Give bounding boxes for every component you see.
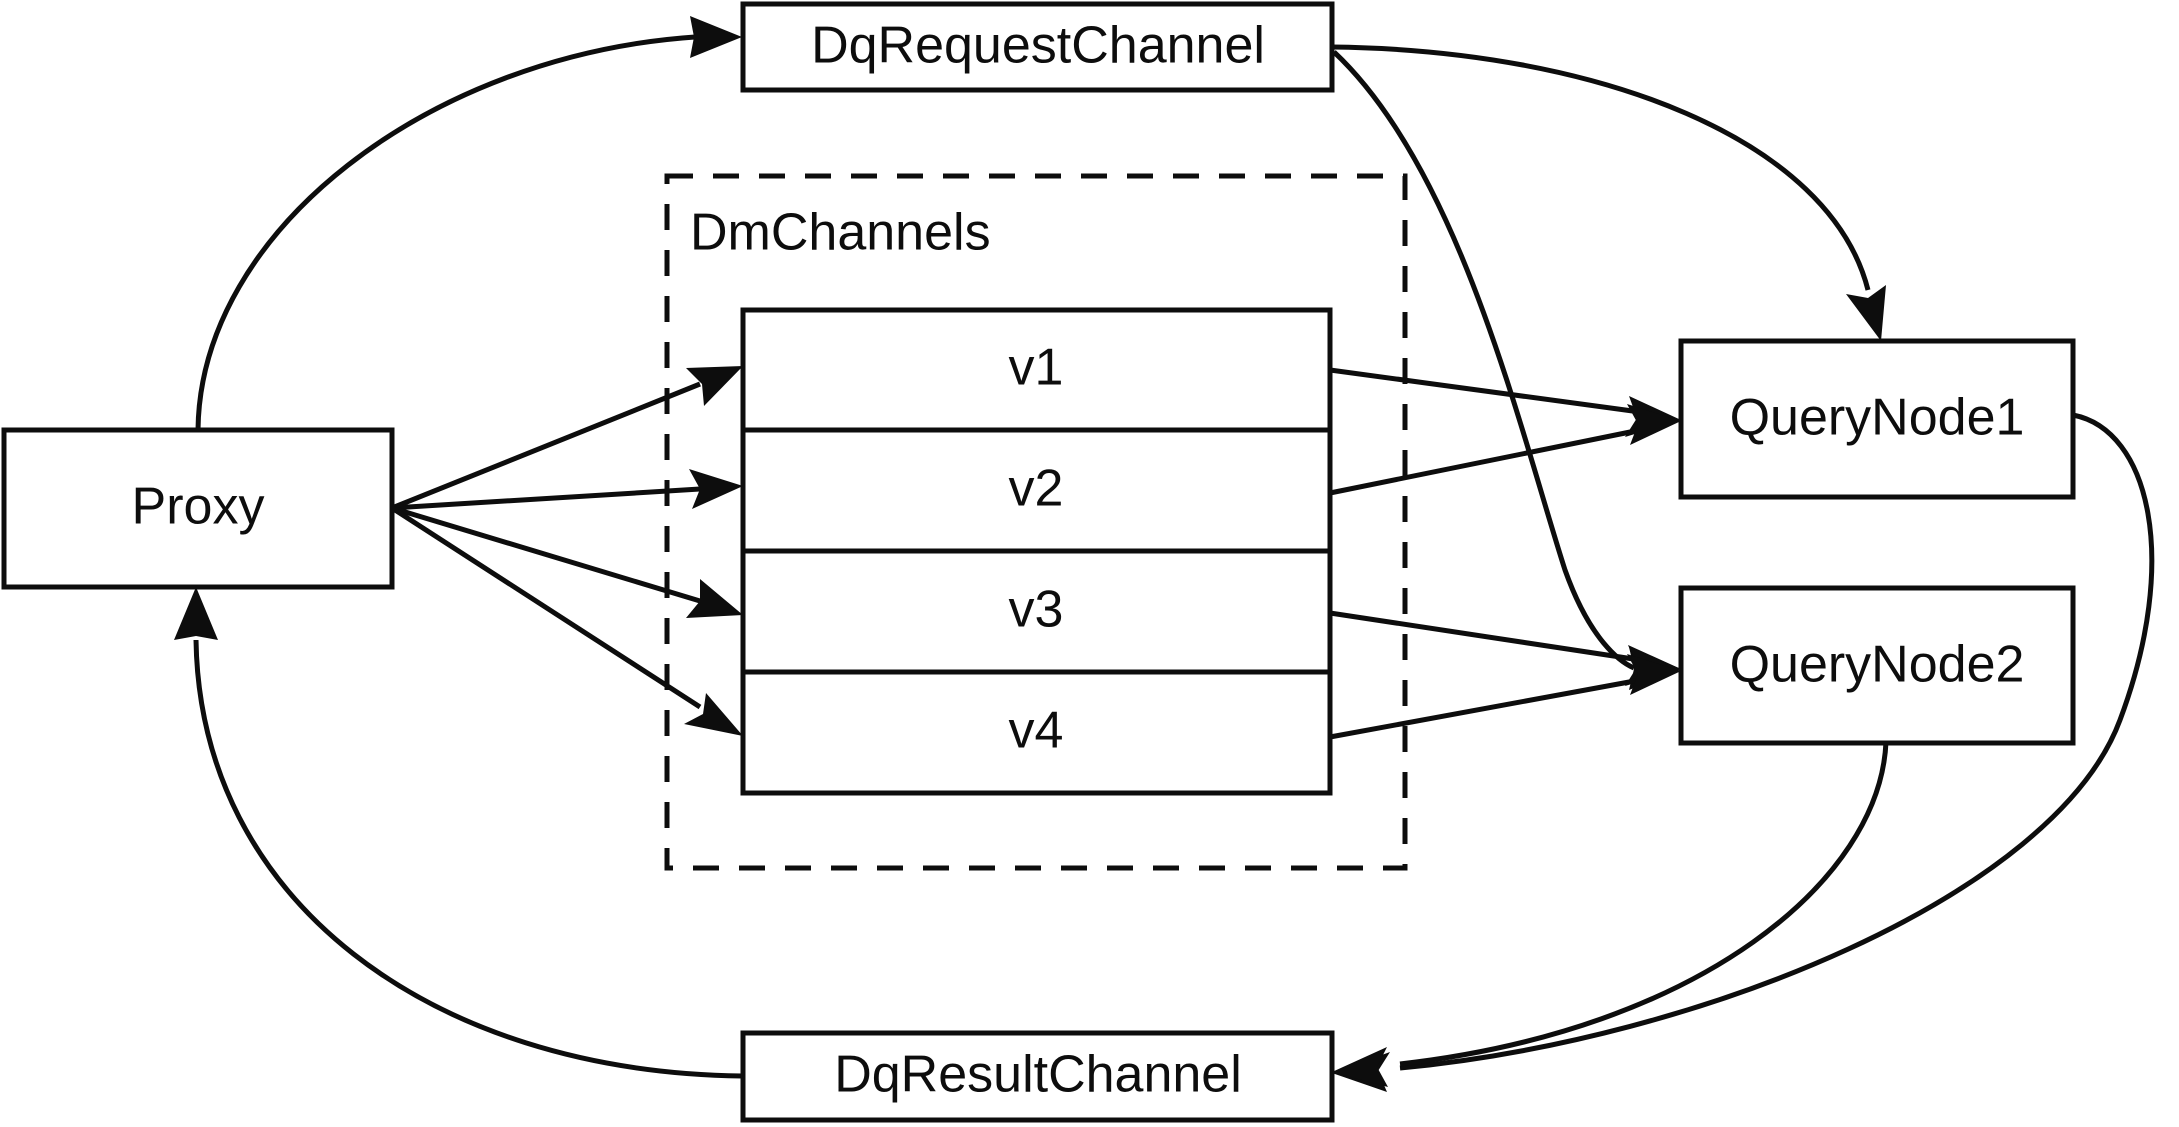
node-querynode1[interactable]: QueryNode1 xyxy=(1678,338,2076,500)
node-dqresultchannel-label: DqResultChannel xyxy=(834,1046,1242,1104)
edge-line xyxy=(193,639,743,1079)
edge-line xyxy=(391,381,701,511)
edge-querynode1-to-dqresultchannel xyxy=(1332,412,2155,1092)
edge-line xyxy=(1329,610,1641,663)
node-querynode1-label: QueryNode1 xyxy=(1730,389,2025,447)
edge-v4-to-querynode2 xyxy=(1329,654,1681,740)
node-dqrequestchannel[interactable]: DqRequestChannel xyxy=(740,1,1335,93)
edge-line xyxy=(1399,741,1889,1067)
edge-line xyxy=(391,486,701,511)
node-proxy[interactable]: Proxy xyxy=(1,427,395,590)
node-querynode2-box[interactable] xyxy=(1678,585,2076,746)
node-querynode2[interactable]: QueryNode2 xyxy=(1678,585,2076,746)
arrowhead-icon xyxy=(690,16,742,58)
dmchannels-group: DmChannels xyxy=(664,173,1408,871)
edge-v3-to-querynode2 xyxy=(1329,610,1681,686)
node-dqresultchannel-box[interactable] xyxy=(740,1030,1335,1123)
arrowhead-icon xyxy=(174,587,218,640)
edge-querynode2-to-dqresultchannel xyxy=(1332,741,1889,1087)
edge-line xyxy=(1329,677,1641,740)
edge-proxy-to-v2 xyxy=(391,469,743,511)
edge-line xyxy=(391,505,701,604)
edge-line xyxy=(1332,50,1636,671)
arrowhead-icon xyxy=(689,469,743,509)
edge-line xyxy=(195,34,696,431)
node-querynode2-label: QueryNode2 xyxy=(1730,636,2025,694)
arrowhead-icon xyxy=(1846,285,1886,341)
edge-line xyxy=(1331,44,1871,291)
channel-row-v3-label: v3 xyxy=(1009,581,1064,639)
dmchannels-border xyxy=(664,173,1408,871)
node-proxy-box[interactable] xyxy=(1,427,395,590)
edge-v2-to-querynode1 xyxy=(1329,404,1681,496)
dmchannels-label: DmChannels xyxy=(690,204,991,262)
node-dqrequestchannel-label: DqRequestChannel xyxy=(811,17,1265,75)
edge-line xyxy=(390,505,702,710)
node-proxy-label: Proxy xyxy=(132,478,265,536)
channel-row-v4-label: v4 xyxy=(1009,702,1064,760)
node-dqresultchannel[interactable]: DqResultChannel xyxy=(740,1030,1335,1123)
edge-line xyxy=(1329,367,1641,415)
arrowhead-icon xyxy=(1627,654,1681,695)
edge-proxy-to-dqrequestchannel xyxy=(195,16,742,431)
arrowhead-icon xyxy=(1627,404,1681,445)
edge-proxy-to-v1 xyxy=(391,366,743,511)
channel-row-v1-label: v1 xyxy=(1009,339,1064,397)
channel-row-v2-label: v2 xyxy=(1009,460,1064,518)
edge-dqrequestchannel-to-querynode1 xyxy=(1331,44,1886,341)
arrowhead-icon xyxy=(1332,1047,1388,1087)
arrowhead-icon xyxy=(684,693,743,736)
edge-dqrequestchannel-to-querynode2 xyxy=(1332,50,1681,690)
edge-proxy-to-v4 xyxy=(390,505,743,736)
edge-line xyxy=(1329,427,1641,496)
edge-proxy-to-v3 xyxy=(391,505,743,618)
node-dqrequestchannel-box[interactable] xyxy=(740,1,1335,93)
node-querynode1-box[interactable] xyxy=(1678,338,2076,500)
edge-dqresultchannel-to-proxy xyxy=(174,587,743,1079)
arrowhead-icon xyxy=(686,579,743,618)
edge-line xyxy=(1399,412,2155,1071)
arrowhead-icon xyxy=(686,366,743,406)
dmchannels-stack: v1 v2 v3 v4 xyxy=(740,307,1333,796)
